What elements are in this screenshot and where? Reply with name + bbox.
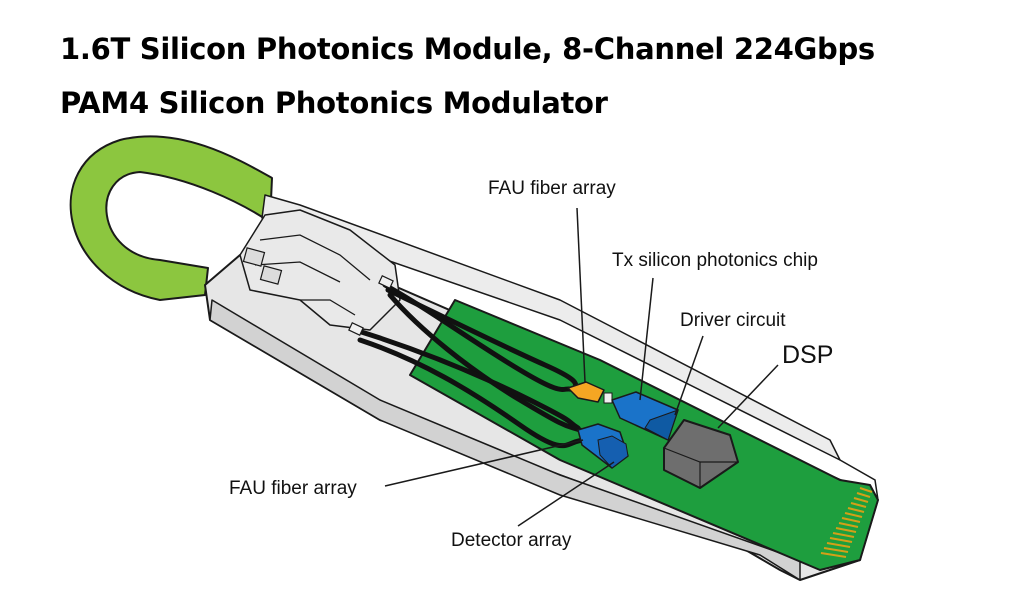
page-title-line-1: 1.6T Silicon Photonics Module, 8-Channel… xyxy=(60,32,875,66)
label-fau-fiber-array-top: FAU fiber array xyxy=(488,178,616,199)
pcb-board xyxy=(409,299,879,571)
dsp-chip xyxy=(663,419,739,489)
pull-tab xyxy=(69,135,273,301)
page-title-line-2: PAM4 Silicon Photonics Modulator xyxy=(60,86,608,120)
tx-silicon-photonics-chip xyxy=(611,391,679,441)
edge-contacts xyxy=(820,487,873,558)
label-dsp: DSP xyxy=(782,341,833,369)
label-driver-circuit: Driver circuit xyxy=(680,310,786,331)
leader-lines xyxy=(384,207,779,527)
fiber-connectors xyxy=(348,275,394,336)
label-detector-array: Detector array xyxy=(451,530,572,551)
detector-array xyxy=(577,423,629,469)
fau-fiber-array-top xyxy=(567,381,613,404)
label-tx-silicon-photonics-chip: Tx silicon photonics chip xyxy=(612,250,818,271)
label-fau-fiber-array-bottom: FAU fiber array xyxy=(229,478,357,499)
